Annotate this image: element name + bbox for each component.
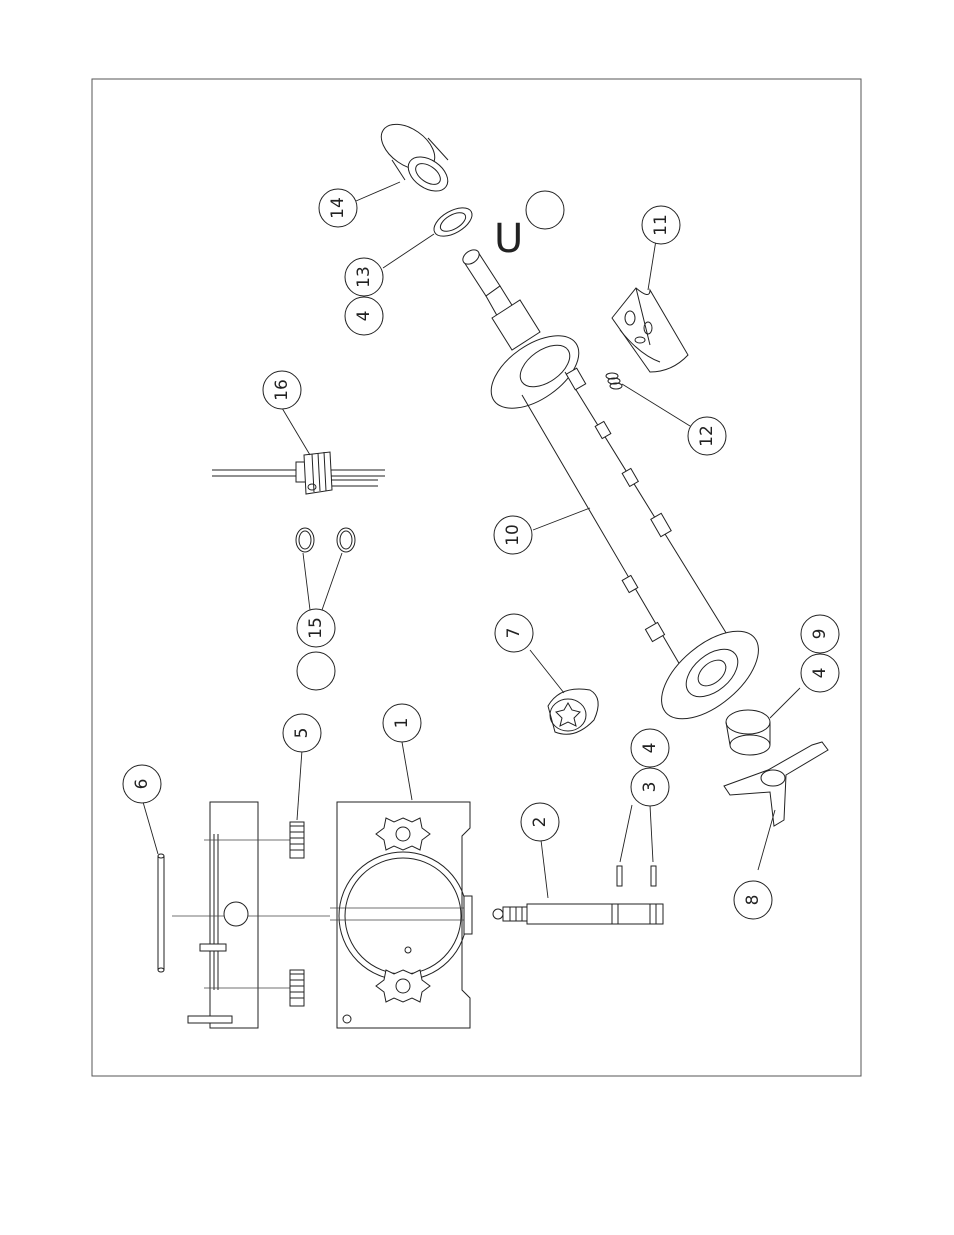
- part-12-spring: [606, 373, 622, 389]
- part-5-knurled-nuts: [290, 822, 304, 1006]
- part-6-rod: [158, 854, 164, 972]
- svg-text:12: 12: [697, 425, 717, 447]
- svg-text:9: 9: [810, 629, 830, 640]
- part-15-o-rings: [296, 528, 355, 552]
- svg-text:3: 3: [640, 782, 660, 793]
- svg-text:8: 8: [743, 895, 763, 906]
- callout-10: 10: [494, 516, 532, 554]
- part-2-shaft: [493, 904, 663, 924]
- part-8-three-arm-knob: [724, 742, 828, 826]
- svg-text:10: 10: [503, 524, 523, 546]
- callout-4-a: 4: [345, 297, 383, 335]
- callout-13: 13: [345, 258, 383, 296]
- part-14-flanged-bushing: [373, 115, 454, 198]
- blank-circle-top: [526, 191, 564, 229]
- callout-12: 12: [688, 417, 726, 455]
- part-11-half-shell: [612, 288, 688, 372]
- svg-text:6: 6: [132, 779, 152, 790]
- callout-11: 11: [642, 206, 680, 244]
- svg-text:11: 11: [651, 214, 671, 236]
- drawing-frame: [92, 79, 861, 1076]
- callout-1: 1: [383, 704, 421, 742]
- part-1-housing: [330, 802, 472, 1028]
- blank-circle-left: [297, 652, 335, 690]
- svg-text:2: 2: [530, 817, 550, 828]
- callout-6: 6: [123, 765, 161, 803]
- svg-text:7: 7: [504, 628, 524, 639]
- callout-2: 2: [521, 803, 559, 841]
- svg-text:5: 5: [292, 728, 312, 739]
- callout-4-b: 4: [801, 654, 839, 692]
- part-3-pins: [617, 866, 656, 886]
- svg-text:4: 4: [810, 668, 830, 679]
- callout-7: 7: [495, 614, 533, 652]
- svg-text:15: 15: [306, 617, 326, 639]
- svg-text:16: 16: [272, 379, 292, 401]
- svg-text:14: 14: [328, 197, 348, 219]
- letter-mark: U: [494, 216, 523, 262]
- part-16-threaded-pin: [212, 452, 385, 494]
- callout-5: 5: [283, 714, 321, 752]
- callout-14: 14: [319, 189, 357, 227]
- callout-9: 9: [801, 615, 839, 653]
- callout-16: 16: [263, 371, 301, 409]
- part-9-bushing: [726, 710, 770, 755]
- callout-3: 3: [631, 768, 669, 806]
- callout-15: 15: [297, 609, 335, 647]
- svg-text:4: 4: [640, 743, 660, 754]
- leader-lines: [143, 182, 800, 898]
- svg-text:4: 4: [354, 311, 374, 322]
- part-7-star-cap: [548, 689, 598, 734]
- svg-text:1: 1: [392, 718, 412, 729]
- callout-4-c: 4: [631, 729, 669, 767]
- left-body-block: [172, 802, 330, 1028]
- callout-8: 8: [734, 881, 772, 919]
- part-13-washer: [429, 202, 476, 242]
- svg-text:13: 13: [354, 266, 374, 288]
